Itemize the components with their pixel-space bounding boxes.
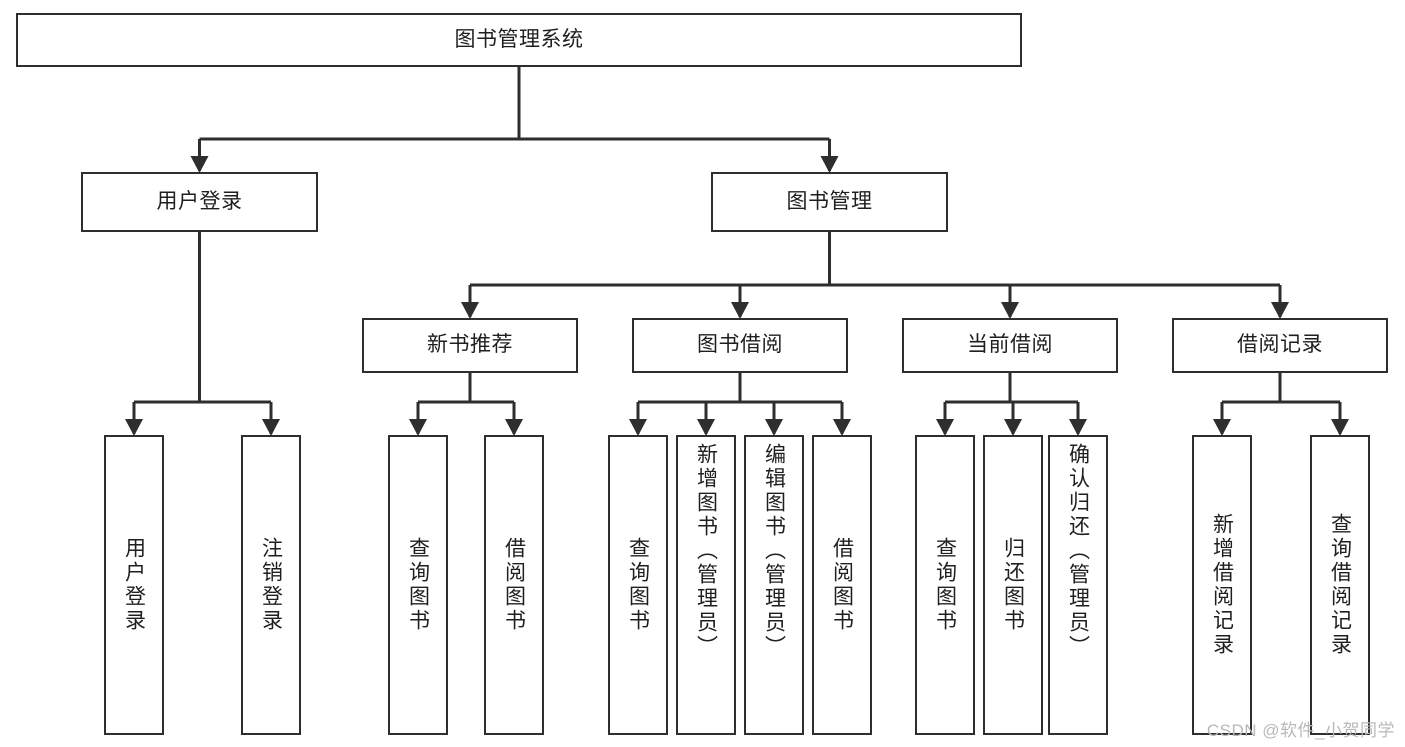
watermark: CSDN @软件_小贺同学 — [1206, 721, 1395, 740]
node-leaf-borrow-query[interactable]: 查询图书 — [608, 435, 668, 735]
node-label: 图书借阅 — [697, 333, 783, 357]
node-label: 查询图书 — [933, 537, 957, 633]
node-current-loan[interactable]: 当前借阅 — [902, 318, 1118, 373]
arrow-head-icon — [262, 419, 280, 436]
node-label: 归还图书 — [1001, 537, 1025, 633]
node-label: 借阅图书 — [502, 537, 526, 633]
arrow-head-icon — [1069, 419, 1087, 436]
node-label: 用户登录 — [156, 189, 243, 213]
node-label: 新增图书（管理员） — [694, 443, 718, 659]
node-leaf-book-borrow[interactable]: 借阅图书 — [812, 435, 872, 735]
arrow-head-icon — [409, 419, 427, 436]
arrow-head-icon — [1271, 302, 1289, 319]
node-leaf-user-logout[interactable]: 注销登录 — [241, 435, 301, 735]
arrow-head-icon — [125, 419, 143, 436]
node-label: 用户登录 — [122, 537, 146, 633]
node-label: 编辑图书（管理员） — [762, 443, 786, 659]
arrow-head-icon — [936, 419, 954, 436]
node-book-manage[interactable]: 图书管理 — [711, 172, 948, 232]
arrow-head-icon — [1001, 302, 1019, 319]
arrow-head-icon — [629, 419, 647, 436]
node-leaf-book-add[interactable]: 新增图书（管理员） — [676, 435, 736, 735]
node-loan-record[interactable]: 借阅记录 — [1172, 318, 1388, 373]
arrow-head-icon — [820, 156, 839, 173]
node-label: 新增借阅记录 — [1210, 513, 1234, 657]
node-label: 注销登录 — [259, 537, 283, 633]
node-leaf-record-query[interactable]: 查询借阅记录 — [1310, 435, 1370, 735]
node-label: 查询借阅记录 — [1328, 513, 1352, 657]
node-user-login[interactable]: 用户登录 — [81, 172, 318, 232]
node-leaf-rec-borrow[interactable]: 借阅图书 — [484, 435, 544, 735]
node-leaf-loan-return[interactable]: 归还图书 — [983, 435, 1043, 735]
arrow-head-icon — [505, 419, 523, 436]
node-leaf-record-add[interactable]: 新增借阅记录 — [1192, 435, 1252, 735]
node-label: 确认归还（管理员） — [1066, 443, 1090, 659]
arrow-head-icon — [833, 419, 851, 436]
node-label: 查询图书 — [406, 537, 430, 633]
node-label: 图书管理 — [786, 189, 873, 213]
node-label: 当前借阅 — [967, 333, 1053, 357]
arrow-head-icon — [1331, 419, 1349, 436]
node-book-borrow[interactable]: 图书借阅 — [632, 318, 848, 373]
arrow-head-icon — [697, 419, 715, 436]
node-leaf-rec-query[interactable]: 查询图书 — [388, 435, 448, 735]
node-label: 借阅图书 — [830, 537, 854, 633]
arrow-head-icon — [461, 302, 479, 319]
node-leaf-loan-query[interactable]: 查询图书 — [915, 435, 975, 735]
node-leaf-user-login[interactable]: 用户登录 — [104, 435, 164, 735]
node-label: 查询图书 — [626, 537, 650, 633]
node-new-book-rec[interactable]: 新书推荐 — [362, 318, 578, 373]
arrow-head-icon — [1004, 419, 1022, 436]
node-leaf-loan-confirm[interactable]: 确认归还（管理员） — [1048, 435, 1108, 735]
node-root[interactable]: 图书管理系统 — [16, 13, 1022, 67]
arrow-head-icon — [1213, 419, 1231, 436]
arrow-head-icon — [190, 156, 209, 173]
node-label: 图书管理系统 — [454, 27, 584, 51]
arrow-head-icon — [731, 302, 749, 319]
arrow-head-icon — [765, 419, 783, 436]
node-leaf-book-edit[interactable]: 编辑图书（管理员） — [744, 435, 804, 735]
node-label: 新书推荐 — [427, 333, 513, 357]
node-label: 借阅记录 — [1237, 333, 1323, 357]
